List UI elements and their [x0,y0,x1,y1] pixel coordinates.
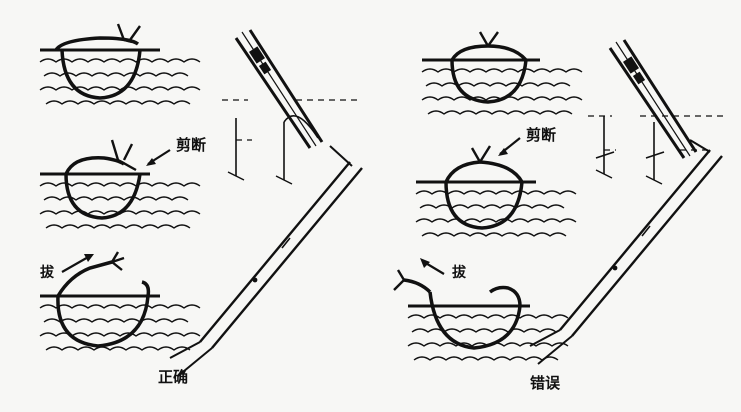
left-cut-label: 剪断 [176,136,207,154]
left-pull-label: 拔 [40,265,54,281]
left-row3-wound [39,251,201,351]
left-row1-wound [39,23,201,105]
right-scissors [528,148,724,366]
right-cut-label: 剪断 [526,126,557,144]
right-row3-wound [393,258,569,361]
left-scissors [168,160,364,378]
right-pull-label: 拔 [452,265,466,281]
left-panel-drawing [39,23,364,378]
left-row2-wound [39,139,201,229]
left-forceps [234,28,324,150]
right-forceps [608,38,698,160]
right-row1-wound [421,31,583,115]
right-row2-wound [415,137,577,237]
right-panel-drawing [393,31,724,366]
left-caption: 正确 [158,368,189,386]
right-caption: 错误 [530,374,561,392]
